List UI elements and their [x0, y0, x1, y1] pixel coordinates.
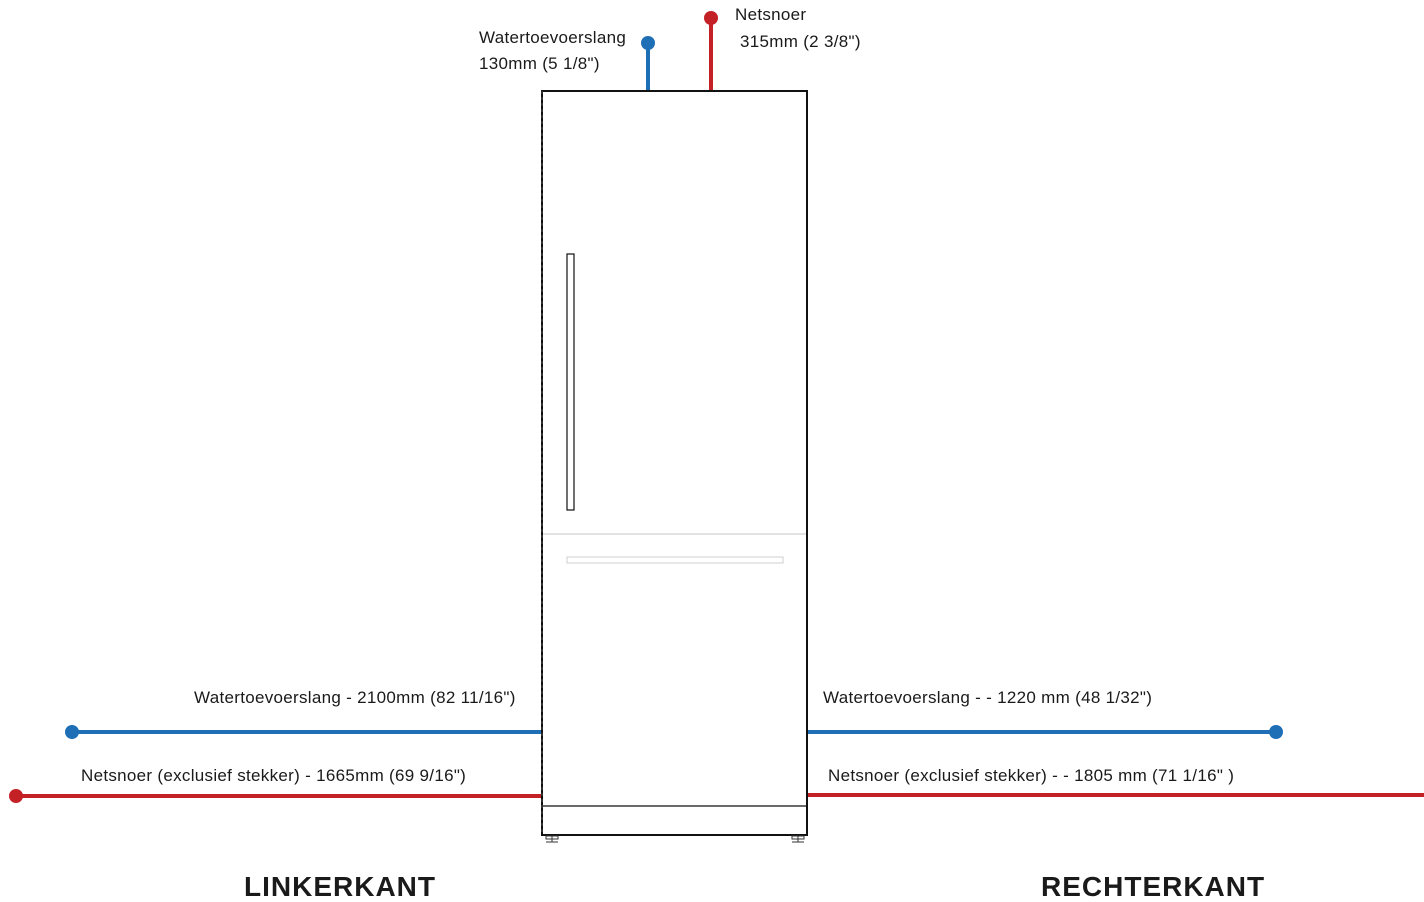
- left-foot: [545, 835, 559, 843]
- top-water-length: 130mm (5 1/8"): [479, 54, 600, 73]
- top-water-hose-end: [641, 36, 655, 50]
- top-water-label: Watertoevoerslang: [479, 28, 627, 47]
- right-water-hose-end: [1269, 725, 1283, 739]
- fridge-body: [541, 90, 808, 836]
- fridge: [541, 90, 808, 843]
- fridge-door-handle: [566, 253, 575, 511]
- right-foot: [791, 835, 805, 843]
- top-power-cord-end: [704, 11, 718, 25]
- left-water-label: Watertoevoerslang - 2100mm (82 11/16"): [194, 688, 516, 707]
- top-power-label: Netsnoer: [735, 5, 807, 24]
- left-power-cord-end: [9, 789, 23, 803]
- right-power-label: Netsnoer (exclusief stekker) - - 1805 mm…: [828, 766, 1235, 785]
- left-water-hose-end: [65, 725, 79, 739]
- right-side-heading: RECHTERKANT: [1041, 871, 1266, 902]
- left-side-heading: LINKERKANT: [244, 871, 436, 902]
- top-power-length: 315mm (2 3/8"): [740, 32, 861, 51]
- left-power-label: Netsnoer (exclusief stekker) - 1665mm (6…: [81, 766, 467, 785]
- freezer-drawer-handle: [566, 556, 784, 564]
- right-water-label: Watertoevoerslang - - 1220 mm (48 1/32"): [823, 688, 1153, 707]
